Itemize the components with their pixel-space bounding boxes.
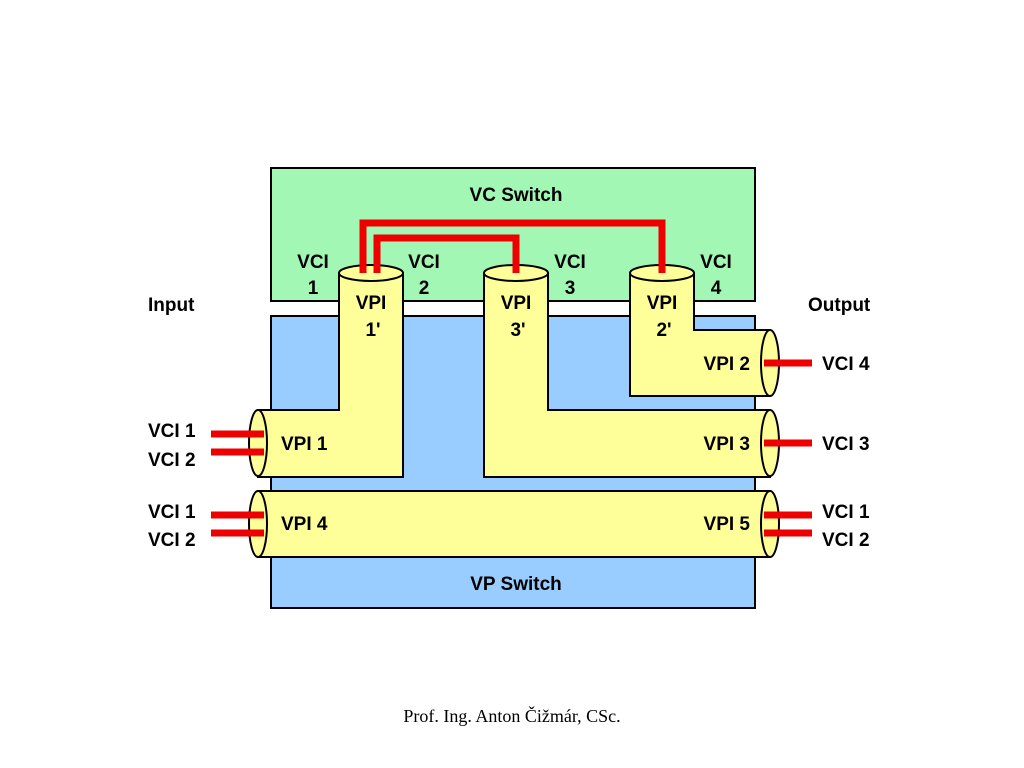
vpi2prime-line2: 2' (656, 320, 671, 341)
vp-switch-label: VP Switch (470, 574, 562, 595)
vpi1prime-line1: VPI (356, 293, 387, 314)
input-vci-label: VCI 1 (148, 421, 196, 442)
top-vci-3-line2: 3 (565, 278, 576, 299)
vpi2prime-line1: VPI (647, 293, 678, 314)
vpi2-label: VPI 2 (704, 354, 750, 375)
input-label: Input (148, 295, 195, 316)
vpi1-label: VPI 1 (281, 434, 328, 455)
output-vci-label: VCI 2 (822, 530, 870, 551)
vpi5-label: VPI 5 (704, 514, 751, 535)
top-vci-2-line2: 2 (419, 278, 430, 299)
top-vci-1-line2: 1 (308, 278, 319, 299)
input-vci-label: VCI 2 (148, 530, 196, 551)
vc-switch-label: VC Switch (470, 185, 563, 206)
output-vci-label: VCI 1 (822, 502, 870, 523)
input-vci-label: VCI 2 (148, 450, 196, 471)
top-vci-4-line1: VCI (700, 252, 732, 273)
vpi1prime-line2: 1' (365, 320, 380, 341)
output-vci-label: VCI 3 (822, 434, 870, 455)
external-vci-wires (211, 359, 812, 537)
input-vci-label: VCI 1 (148, 502, 196, 523)
output-label: Output (808, 295, 871, 316)
output-vci-label: VCI 4 (822, 354, 870, 375)
vpi4-label: VPI 4 (281, 514, 328, 535)
pipe-vpi2prime-to-vpi2 (629, 264, 780, 397)
vpi3prime-line1: VPI (501, 293, 532, 314)
top-vci-1-line1: VCI (297, 252, 329, 273)
vpi3-label: VPI 3 (704, 434, 750, 455)
vpi3prime-line2: 3' (510, 320, 525, 341)
author-footer: Prof. Ing. Anton Čižmár, CSc. (403, 706, 621, 726)
top-vci-3-line1: VCI (554, 252, 586, 273)
top-vci-2-line1: VCI (408, 252, 440, 273)
pipe-vpi1-to-vpi1prime (248, 264, 404, 478)
top-vci-4-line2: 4 (711, 278, 722, 299)
vc-switch-wiring (359, 219, 666, 273)
pipe-vpi4-vpi5 (248, 490, 780, 558)
